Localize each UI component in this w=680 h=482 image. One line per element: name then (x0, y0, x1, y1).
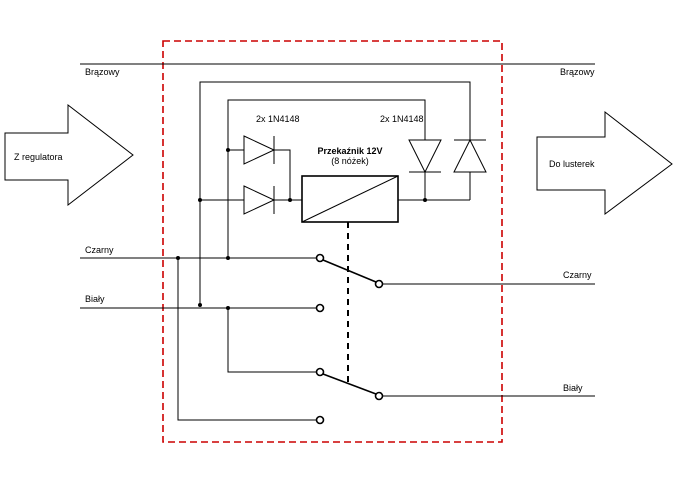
right-diode-2-icon (453, 138, 487, 173)
lower-switch-blade (322, 373, 377, 395)
junction-dot (226, 306, 230, 310)
right-diode-1-icon (408, 139, 442, 174)
upper-left-diode-icon (243, 135, 276, 165)
lower-switch-nc-terminal (315, 415, 325, 425)
junction-dot (226, 148, 230, 152)
junction-dot (176, 256, 180, 260)
output-arrow (536, 110, 673, 215)
upper-left-diode-lead-b (274, 149, 291, 200)
white-wire-label-left: Biały (85, 294, 105, 304)
junction-dot (226, 256, 230, 260)
right-diodes-label: 2x 1N4148 (380, 114, 424, 124)
input-arrow-label: Z regulatora (14, 152, 63, 162)
relay-title: Przekaźnik 12V (317, 146, 382, 156)
output-arrow-label: Do lusterek (549, 159, 595, 169)
white-wire-label-right: Biały (563, 383, 583, 393)
brown-wire-label-left: Brązowy (85, 67, 120, 77)
input-arrow (4, 103, 134, 207)
upper-switch-nc-terminal (315, 303, 325, 313)
lower-left-diode-icon (243, 185, 276, 215)
lower-switch-no-terminal (374, 391, 384, 401)
left-diodes-label: 2x 1N4148 (256, 114, 300, 124)
relay-coil-diagonal (301, 175, 399, 223)
relay-subtitle: (8 nóżek) (331, 156, 369, 166)
relay-coil (301, 175, 399, 223)
junction-dot (198, 198, 202, 202)
upper-switch-common-terminal (315, 253, 325, 263)
brown-wire-label-right: Brązowy (560, 67, 595, 77)
junction-dots (176, 148, 427, 310)
black-wire-label-left: Czarny (85, 245, 114, 255)
junction-dot (198, 303, 202, 307)
black-crossover-wire (177, 258, 316, 421)
upper-switch-no-terminal (374, 279, 384, 289)
outer-loop-wire (199, 81, 471, 305)
module-enclosure (162, 40, 503, 443)
upper-switch-blade (322, 259, 377, 283)
inner-loop-wire (227, 99, 426, 258)
white-crossover-wire (227, 308, 316, 373)
junction-dot (288, 198, 292, 202)
black-wire-label-right: Czarny (563, 270, 592, 280)
junction-dot (423, 198, 427, 202)
lower-switch-common-terminal (315, 367, 325, 377)
